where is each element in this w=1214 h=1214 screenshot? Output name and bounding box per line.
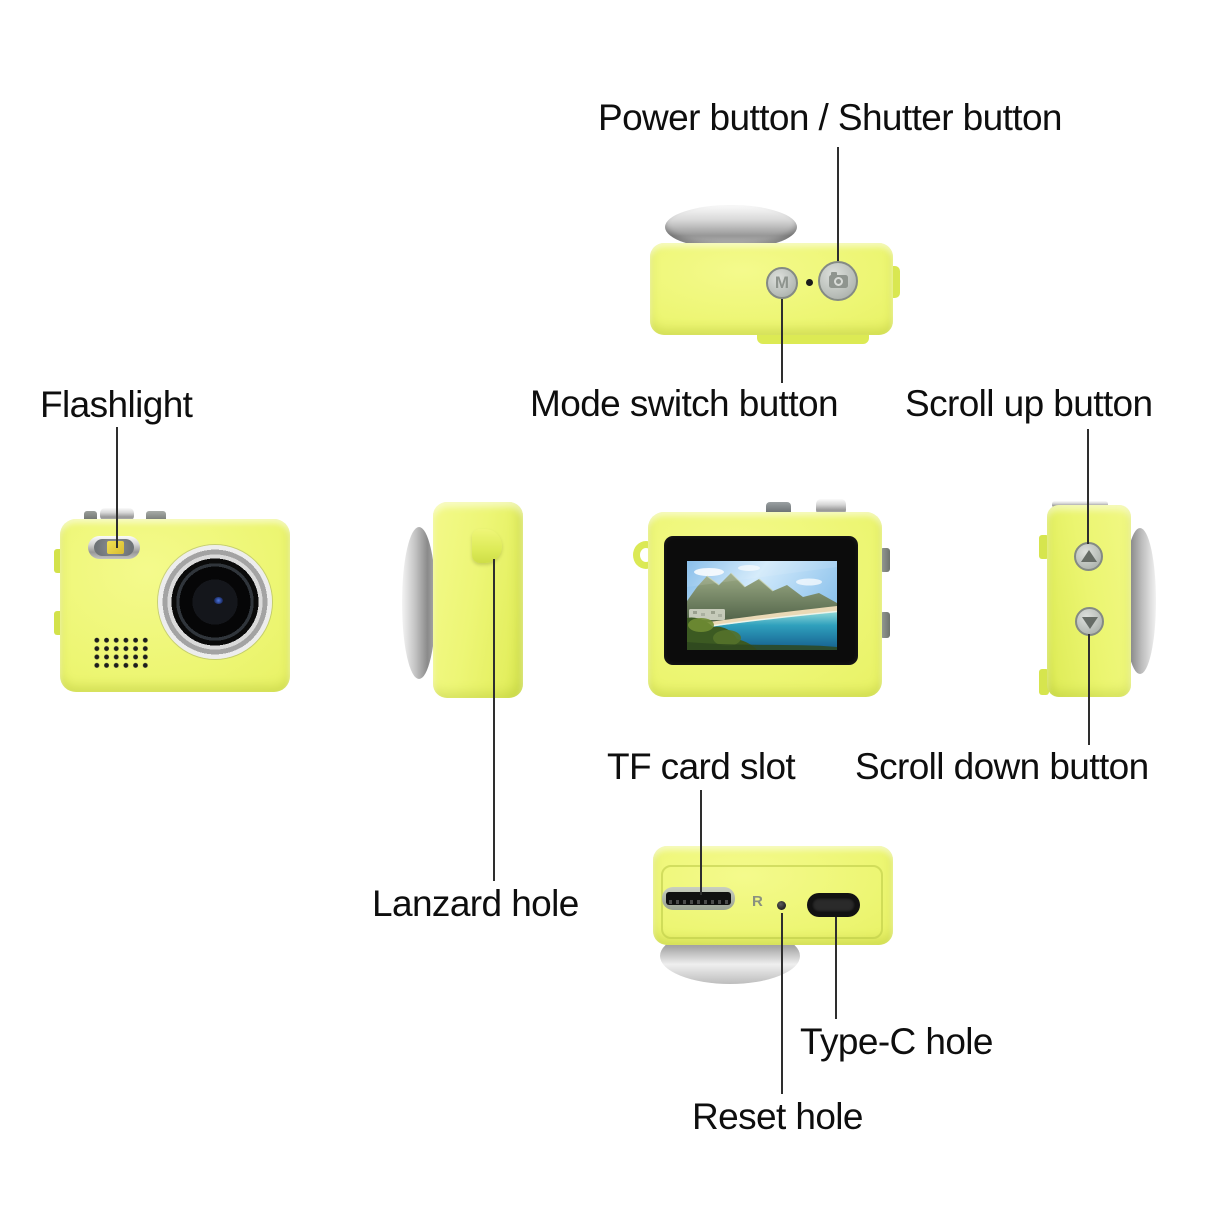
power-indicator-dot xyxy=(806,279,813,286)
label-type-c: Type-C hole xyxy=(800,1021,993,1062)
flashlight-lens xyxy=(94,539,134,556)
label-reset: Reset hole xyxy=(692,1096,863,1137)
label-lanzard: Lanzard hole xyxy=(372,883,579,924)
mode-switch-button: M xyxy=(766,267,798,299)
leader-flashlight xyxy=(116,427,118,548)
top-nub-left xyxy=(84,511,97,522)
leader-mode-switch xyxy=(781,299,783,383)
lanzard-hole-knob xyxy=(472,529,502,563)
top-nub-right xyxy=(146,511,166,522)
lens-glint xyxy=(214,597,223,604)
flashlight-window xyxy=(88,536,140,559)
label-mode-switch: Mode switch button xyxy=(530,383,839,424)
type-c-port xyxy=(807,893,860,917)
lens-barrel-side xyxy=(402,527,436,679)
screen-photo xyxy=(687,561,837,650)
label-scroll-down: Scroll down button xyxy=(855,746,1149,787)
speaker-grille xyxy=(92,636,150,668)
reset-marking: R xyxy=(752,893,763,910)
side-nub-upper xyxy=(54,549,63,573)
label-tf-card: TF card slot xyxy=(607,746,796,787)
label-flashlight: Flashlight xyxy=(40,384,193,425)
tf-card-slot xyxy=(666,892,731,905)
edge-button-lower xyxy=(880,612,890,638)
leader-type-c xyxy=(835,917,837,1019)
screen xyxy=(687,561,837,650)
leader-reset xyxy=(781,913,783,1094)
label-power-shutter: Power button / Shutter button xyxy=(598,97,1063,138)
lens-barrel-top xyxy=(665,205,797,249)
edge-step-lower xyxy=(1039,669,1049,695)
up-triangle-icon xyxy=(1080,549,1097,562)
reset-hole xyxy=(777,901,786,910)
lens-front xyxy=(158,545,272,659)
m-letter: M xyxy=(774,273,790,292)
leader-tf-card xyxy=(700,790,702,895)
leader-lanzard xyxy=(493,559,495,881)
type-c-inner xyxy=(812,898,855,912)
side-tab xyxy=(891,266,900,298)
flashlight-bulb xyxy=(107,541,124,554)
leader-power-shutter xyxy=(837,147,839,261)
tf-slot-pins xyxy=(669,900,728,904)
leader-scroll-down xyxy=(1088,634,1090,745)
tf-card-recess xyxy=(662,887,735,910)
scroll-down-button xyxy=(1075,607,1104,636)
edge-step-upper xyxy=(1039,535,1049,559)
side-nub-lower xyxy=(54,611,63,635)
edge-button-upper xyxy=(880,548,890,572)
shutter-button-top-edge xyxy=(816,499,846,515)
scroll-up-button xyxy=(1074,542,1103,571)
label-scroll-up: Scroll up button xyxy=(905,383,1153,424)
camera-icon xyxy=(828,271,848,288)
down-triangle-icon xyxy=(1081,616,1098,629)
shutter-button xyxy=(818,261,858,301)
top-edge-sliver xyxy=(1052,501,1108,508)
leader-scroll-up xyxy=(1087,429,1089,544)
